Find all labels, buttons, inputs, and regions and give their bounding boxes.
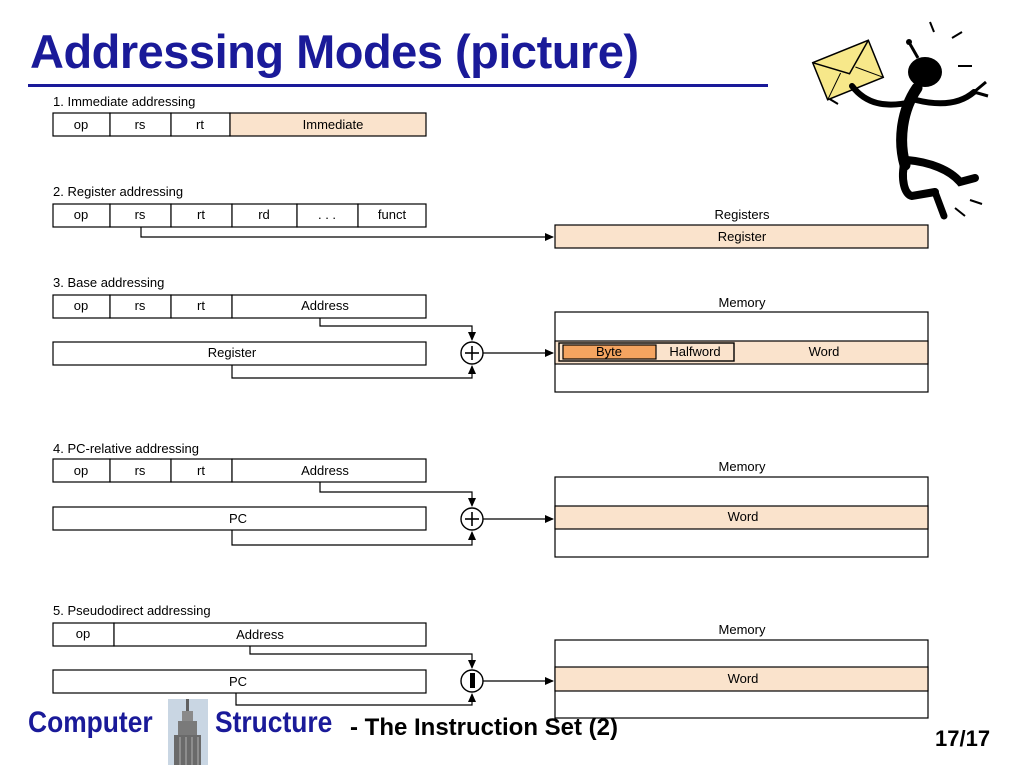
mode-pseudodirect: 5. Pseudodirect addressing op Address PC… [52,603,929,719]
operand-register-box [52,341,427,366]
memory-header: Memory [719,295,766,310]
field-rs-label: rs [135,207,146,222]
operand-pc-box [52,669,427,694]
field-address [113,622,427,647]
operand-register-label: Register [208,345,257,360]
mode-pc-relative: 4. PC-relative addressing op rs rt Addre… [52,441,929,558]
field-funct [357,203,427,228]
field-rt-label: rt [196,117,204,132]
field-immediate-label: Immediate [303,117,364,132]
field-address [231,294,427,319]
footer-brand-2: Structure [215,706,348,746]
field-funct-label: funct [378,207,407,222]
operand-pc-label: PC [229,511,247,526]
field-address-label: Address [236,627,284,642]
field-rs-label: rs [135,463,146,478]
register-cell-label: Register [718,229,767,244]
field-op-label: op [76,626,90,641]
field-op-label: op [74,117,88,132]
pc-to-concat-arrow [235,693,476,706]
footer-word-structure: Structure [215,706,333,739]
field-op-label: op [74,298,88,313]
address-to-adder-arrow [319,318,476,341]
mode-label: 3. Base addressing [53,275,164,290]
rs-to-register-arrow [140,227,554,241]
register-cell [554,224,929,249]
byte-cell [562,344,657,360]
footer-word-computer: Computer [28,706,153,739]
field-rs-label: rs [135,117,146,132]
mode-base: 3. Base addressing op rs rt Address Regi… [52,275,929,393]
memory-header: Memory [719,459,766,474]
field-immediate [229,112,427,137]
byte-label: Byte [596,344,622,359]
footer-brand: Computer [28,706,170,746]
footer-subtitle: - The Instruction Set (2) [350,714,619,741]
slide-title: Addressing Modes (picture) [30,25,639,78]
mode-label: 1. Immediate addressing [53,94,195,109]
register-to-adder-arrow [231,365,476,379]
plus-icon [460,507,484,531]
title-underline [28,84,768,87]
word-label: Word [728,509,759,524]
field-rs-label: rs [135,298,146,313]
memory-word-row [554,505,929,530]
page-number: 17/17 [935,726,991,751]
skyscraper-icon [168,699,208,765]
plus-icon [460,341,484,365]
field-rt-label: rt [197,298,205,313]
memory-word-row [554,666,929,692]
mode-immediate: 1. Immediate addressing op rs rt Immedia… [52,94,427,137]
mode-label: 2. Register addressing [53,184,183,199]
field-rt-label: rt [197,463,205,478]
mode-register: 2. Register addressing op rs rt rd . . .… [52,184,929,249]
field-address-label: Address [301,298,349,313]
word-label: Word [728,671,759,686]
registers-header: Registers [715,207,770,222]
field-rd-label: rd [258,207,270,222]
halfword-label: Halfword [669,344,720,359]
pc-to-adder-arrow [231,530,476,546]
field-rt-label: rt [197,207,205,222]
field-address [231,458,427,483]
address-to-concat-arrow [249,646,476,669]
mode-label: 5. Pseudodirect addressing [53,603,211,618]
concat-icon [460,669,484,693]
mode-label: 4. PC-relative addressing [53,441,199,456]
stick-figure-with-envelope-icon [811,21,989,220]
operand-pc-label: PC [229,674,247,689]
memory-header: Memory [719,622,766,637]
halfword-cell [558,342,735,362]
field-address-label: Address [301,463,349,478]
field-op-label: op [74,463,88,478]
word-label: Word [809,344,840,359]
field-op-label: op [74,207,88,222]
address-to-adder-arrow [319,482,476,507]
field-shamt-label: . . . [318,207,336,222]
operand-pc-box [52,506,427,531]
